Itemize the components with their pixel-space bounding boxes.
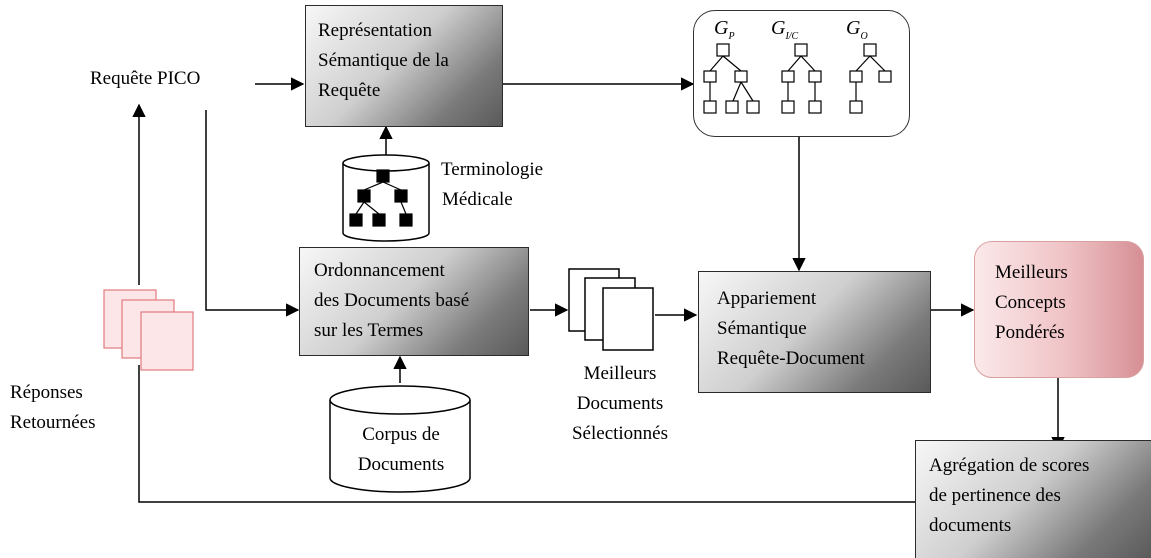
terminology-label: Terminologie Médicale xyxy=(441,159,544,210)
returned-answers-stack xyxy=(103,289,194,371)
semantic-matching-box: Appariement Sémantique Requête-Document xyxy=(698,271,931,393)
aggregation-box: Agrégation de scores de pertinence des d… xyxy=(915,440,1151,558)
terminology-cylinder xyxy=(342,154,430,242)
graph-label-o: GO xyxy=(846,17,868,42)
selected-documents-stack xyxy=(568,268,654,351)
pico-query-label: Requête PICO xyxy=(90,68,201,89)
arrow-aggregation-to-answers xyxy=(138,365,915,503)
best-concepts-box: Meilleurs Concepts Pondérés xyxy=(974,241,1144,378)
semantic-representation-box: Représentation Sémantique de la Requête xyxy=(305,5,503,127)
best-documents-label: Meilleurs Documents Sélectionnés xyxy=(571,363,669,444)
query-graphs-panel: GP GI/C GO xyxy=(693,10,910,137)
graph-label-p: GP xyxy=(714,17,735,42)
corpus-label: Corpus de Documents xyxy=(357,424,445,475)
returned-answers-label: Réponses Retournées xyxy=(10,382,96,433)
graph-label-ic: GI/C xyxy=(771,17,799,42)
arrow-pico-to-ranking xyxy=(205,110,300,317)
graph-trees xyxy=(703,43,892,114)
corpus-cylinder xyxy=(329,385,471,493)
term-ranking-box: Ordonnancement des Documents basé sur le… xyxy=(299,247,529,356)
